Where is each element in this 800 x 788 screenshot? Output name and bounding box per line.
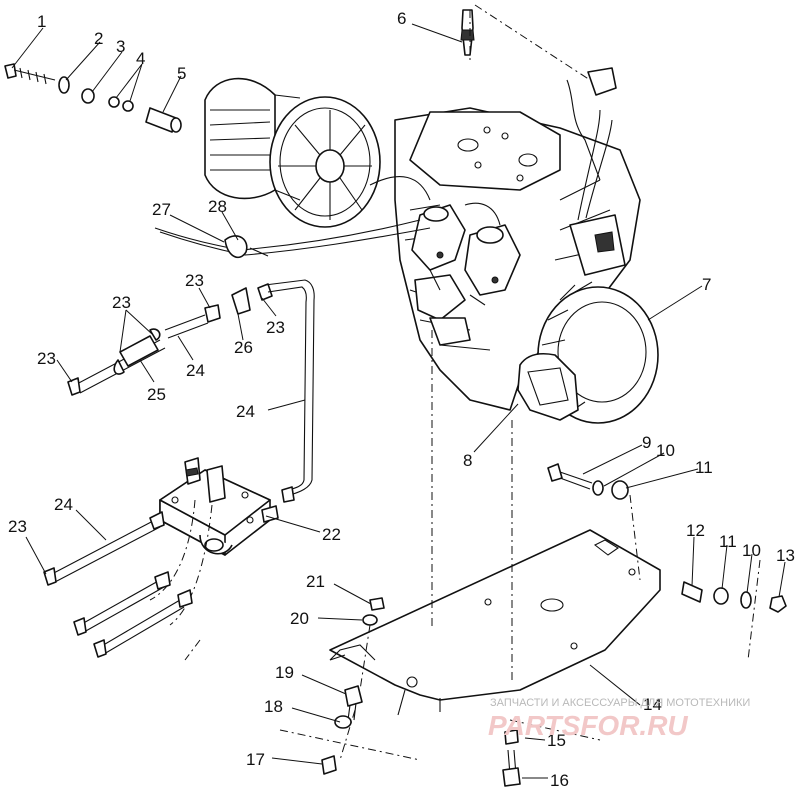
callout-18: 18 [264, 697, 283, 716]
callout-6: 6 [397, 9, 406, 28]
callout-16: 16 [550, 771, 569, 788]
callout-23-d: 23 [266, 318, 285, 337]
carburetor-assembly [411, 204, 521, 306]
callout-19: 19 [275, 663, 294, 682]
callout-3: 3 [116, 37, 125, 56]
watermark-brand: PARTSFOR.RU [488, 710, 688, 741]
callout-26: 26 [234, 338, 253, 357]
callout-12: 12 [686, 521, 705, 540]
clutch-bolt-stack [4, 63, 182, 133]
callout-28: 28 [208, 197, 227, 216]
spark-plug [460, 9, 617, 181]
throttle-cable [154, 176, 501, 259]
callout-23-c: 23 [37, 349, 56, 368]
callout-8: 8 [463, 451, 472, 470]
callout-1: 1 [37, 12, 46, 31]
callout-23-e: 23 [8, 517, 27, 536]
mount-hardware-far-right [681, 581, 787, 613]
callout-11b: 11 [719, 532, 737, 551]
callout-2: 2 [94, 29, 103, 48]
recoil-starter [517, 281, 659, 424]
callout-25: 25 [147, 385, 166, 404]
callout-11: 11 [695, 458, 713, 477]
bottom-bolt [502, 729, 521, 787]
callout-labels: 1 2 3 4 5 6 7 8 9 10 11 12 11 10 13 14 1… [8, 9, 795, 788]
drive-clutch [204, 77, 381, 228]
clutch-spokes [278, 110, 372, 220]
callout-4: 4 [136, 49, 145, 68]
callout-20: 20 [290, 609, 309, 628]
watermark: ЗАПЧАСТИ И АКСЕССУАРЫ ДЛЯ МОТОТЕХНИКИ PA… [488, 697, 750, 741]
callout-17: 17 [246, 750, 265, 769]
callout-15: 15 [547, 731, 566, 750]
callout-10b: 10 [742, 541, 761, 560]
alignment-lines [184, 4, 761, 761]
callout-5: 5 [177, 64, 186, 83]
callout-21: 21 [306, 572, 325, 591]
callout-14: 14 [643, 695, 662, 714]
callout-13: 13 [776, 546, 795, 565]
callout-23-b: 23 [112, 293, 131, 312]
fuel-pump [149, 457, 295, 626]
fuel-line-lower [43, 511, 193, 658]
callout-9: 9 [642, 433, 651, 452]
callout-24-b: 24 [236, 402, 255, 421]
leader-lines [11, 23, 786, 779]
callout-10: 10 [656, 441, 675, 460]
callout-24-c: 24 [54, 495, 73, 514]
callout-27: 27 [152, 200, 171, 219]
callout-7: 7 [702, 275, 711, 294]
left-stud-stack [321, 597, 385, 775]
callout-23-a: 23 [185, 271, 204, 290]
watermark-tagline: ЗАПЧАСТИ И АКСЕССУАРЫ ДЛЯ МОТОТЕХНИКИ [490, 697, 750, 709]
mount-bolt-right [547, 463, 629, 500]
callout-22: 22 [322, 525, 341, 544]
engine-mount-plate [329, 529, 661, 716]
callout-24-a: 24 [186, 361, 205, 380]
fuel-line-upper [67, 279, 315, 496]
ignition-coil [569, 109, 626, 276]
